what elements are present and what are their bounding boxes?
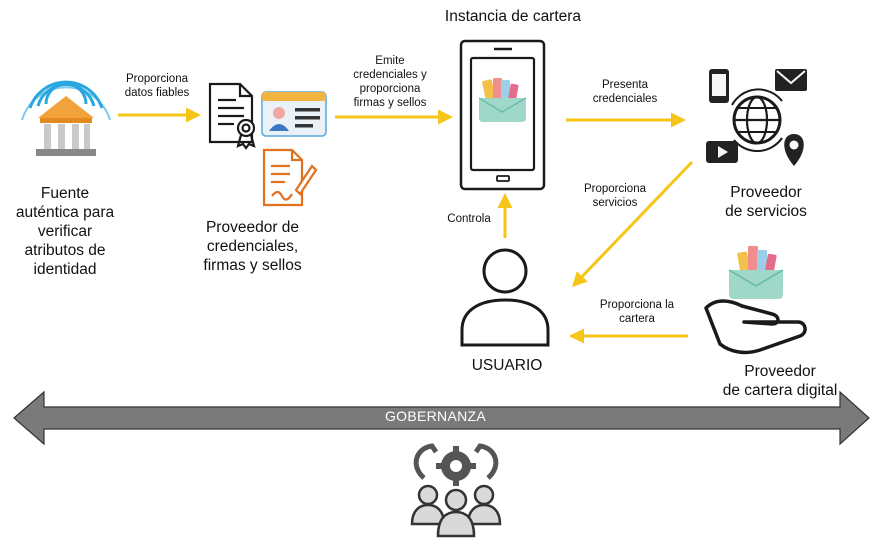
certificate-icon: [208, 82, 256, 150]
source-label: Fuente auténtica para verificar atributo…: [15, 185, 115, 278]
team-gear-icon: [410, 443, 502, 538]
edge-label-provider-user: Proporciona la cartera: [599, 299, 675, 325]
governance-bar: [13, 390, 870, 446]
edge-label-source-credential: Proporciona datos fiables: [124, 73, 190, 99]
arrow-service-user: [571, 160, 694, 288]
user-label: USUARIO: [471, 357, 543, 374]
edge-label-wallet-service: Presenta credenciales: [592, 79, 658, 105]
credential-provider-label: Proveedor de credenciales, firmas y sell…: [203, 219, 302, 274]
service-provider-label: Proveedor de servicios: [725, 184, 807, 220]
edge-label-credential-wallet: Emite credenciales y proporciona firmas …: [353, 55, 427, 109]
governance-label: GOBERNANZA: [384, 408, 486, 424]
wallet-provider-label: Proveedor de cartera digital: [722, 363, 838, 399]
edge-label-service-user: Proporciona servicios: [583, 183, 646, 209]
id-card-icon: [261, 91, 327, 137]
bank-signal-icon: [21, 80, 111, 156]
document-sign-icon: [262, 148, 318, 207]
user-icon: [460, 248, 550, 347]
wallet-cards-icon: [478, 78, 527, 122]
network-services-icon: [706, 69, 807, 166]
edge-label-user-wallet: Controla: [447, 213, 491, 225]
hand-wallet-icon: [704, 246, 807, 355]
wallet-instance-title: Instancia de cartera: [444, 8, 582, 25]
